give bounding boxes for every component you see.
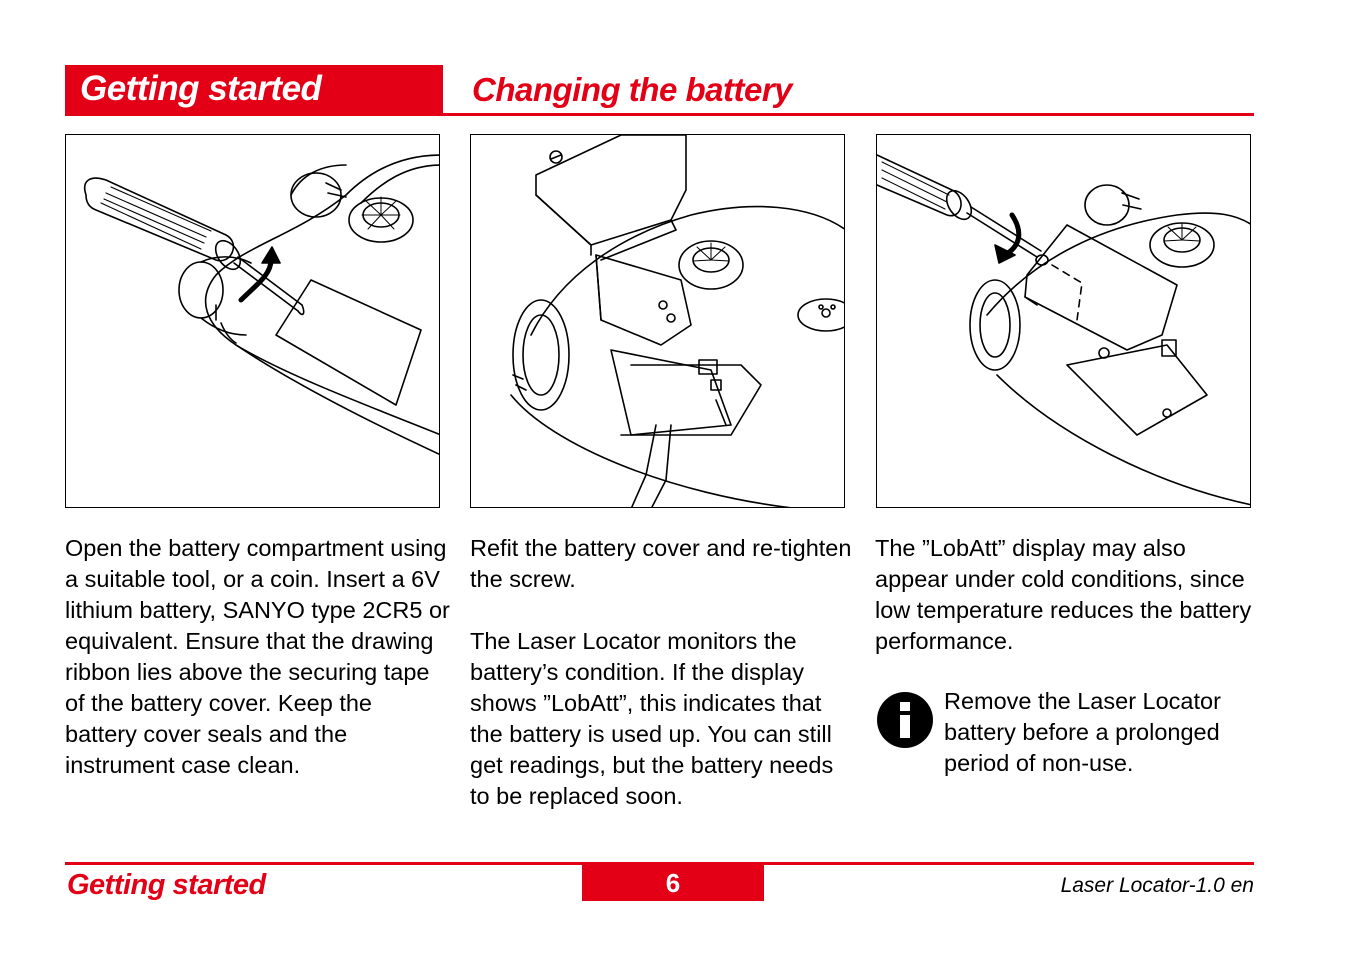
column-1-text: Open the battery compartment using a sui… bbox=[65, 533, 450, 812]
paragraph: The Laser Locator monitors the battery’s… bbox=[470, 628, 834, 809]
footer-document: Laser Locator-1.0 en bbox=[1060, 874, 1254, 897]
footer-rule bbox=[65, 862, 1254, 865]
page-number: 6 bbox=[582, 865, 764, 901]
paragraph: Refit the battery cover and re-tighten t… bbox=[470, 535, 852, 592]
column-3-text: The ”LobAtt” display may also appear und… bbox=[875, 533, 1255, 688]
figure-refit-cover bbox=[876, 134, 1251, 508]
page-title: Changing the battery bbox=[472, 71, 793, 108]
info-glyph bbox=[900, 702, 910, 738]
paragraph: Open the battery compartment using a sui… bbox=[65, 535, 450, 778]
figure-open-compartment bbox=[65, 134, 440, 508]
footer-section: Getting started bbox=[67, 869, 266, 901]
paragraph: The ”LobAtt” display may also appear und… bbox=[875, 535, 1252, 654]
section-title: Getting started bbox=[80, 69, 322, 108]
header-title-block bbox=[65, 65, 443, 116]
figure-insert-battery bbox=[470, 134, 845, 508]
header-rule bbox=[443, 113, 1254, 116]
note-text: Remove the Laser Locator battery before … bbox=[944, 688, 1221, 776]
column-2-text: Refit the battery cover and re-tighten t… bbox=[470, 533, 855, 843]
